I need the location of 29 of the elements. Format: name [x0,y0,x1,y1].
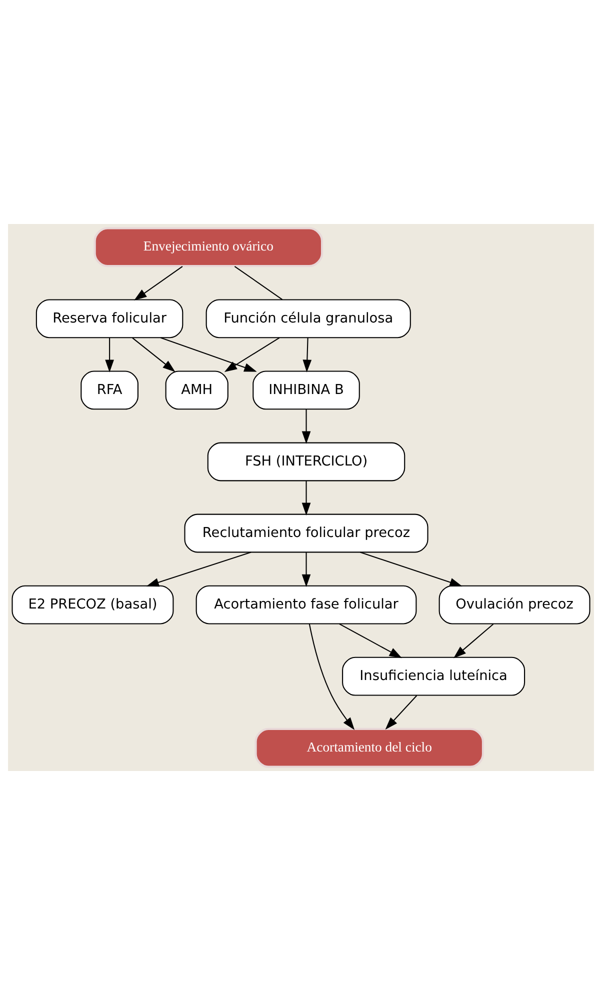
arrow [105,338,114,372]
node-box: Envejecimiento ovárico [94,227,324,268]
arrow [224,337,280,372]
arrow [132,338,176,372]
node-box: INHIBINA B [252,370,360,410]
arrow [453,624,494,658]
arrow [302,552,311,587]
arrow [302,481,311,516]
arrow [339,623,402,658]
arrow [308,624,355,730]
node-box: E2 PRECOZ (basal) [12,585,174,624]
arrow [134,266,183,300]
node-box: Ovulación precoz [438,585,590,624]
node-box: Reserva folicular [36,299,184,338]
arrow [385,695,418,730]
node-box: Acortamiento fase folicular [196,585,417,624]
node-box: Insuficiencia luteínica [342,656,526,696]
arrow [146,552,252,587]
node-box: FSH (INTERCICLO) [207,442,406,482]
node-box: Reclutamiento folicular precoz [184,514,428,553]
arrow [302,338,312,372]
node-box: AMH [165,370,228,410]
arrow [302,410,311,444]
arrow [160,337,257,372]
arrow [360,552,462,587]
node-box: RFA [80,370,138,410]
connector [234,266,283,300]
node-box: Acortamiento del ciclo [254,728,484,768]
node-box: Función célula granulosa [206,299,411,338]
